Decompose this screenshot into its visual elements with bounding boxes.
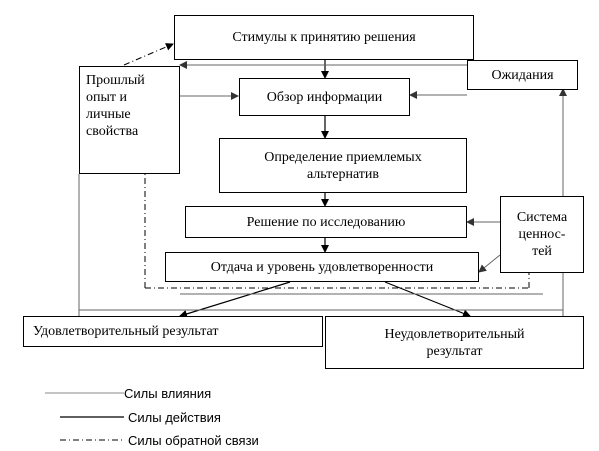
stimuli-label: Стимулы к принятию решения <box>232 30 416 45</box>
decision-label: Решение по исследованию <box>246 214 406 230</box>
feedback-lines <box>123 43 530 289</box>
decision-box: Решение по исследованию <box>185 206 467 238</box>
stimuli-box: Стимулы к принятию решения <box>174 15 474 60</box>
unsatisfactory-result-label: Неудовлетворительный результат <box>384 326 525 359</box>
expectations-box: Ожидания <box>467 60 578 90</box>
legend-label-action: Силы действия <box>128 410 221 425</box>
value-system-box: Система ценнос-тей <box>500 196 584 273</box>
past-experience-box: Прошлый опыт и личные свойства <box>79 66 180 174</box>
satisfactory-result-box: Удовлетворительный результат <box>23 316 323 347</box>
legend-lines <box>45 392 124 441</box>
expectations-label: Ожидания <box>491 67 554 83</box>
legend-label-influence: Силы влияния <box>124 386 212 401</box>
legend-label-feedback: Силы обратной связи <box>128 433 259 448</box>
satisfactory-result-label: Удовлетворительный результат <box>33 324 219 339</box>
feedback-label: Отдача и уровень удовлетворенности <box>210 259 434 275</box>
value-system-label: Система ценнос-тей <box>516 210 568 259</box>
alternatives-box: Определение приемлемых альтернатив <box>219 138 467 193</box>
alternatives-label: Определение приемлемых альтернатив <box>264 149 422 182</box>
info-review-label: Обзор информации <box>266 89 383 105</box>
feedback-box: Отдача и уровень удовлетворенности <box>165 252 479 282</box>
info-review-box: Обзор информации <box>239 78 410 116</box>
unsatisfactory-result-box: Неудовлетворительный результат <box>325 316 584 369</box>
past-experience-label: Прошлый опыт и личные свойства <box>86 73 145 139</box>
